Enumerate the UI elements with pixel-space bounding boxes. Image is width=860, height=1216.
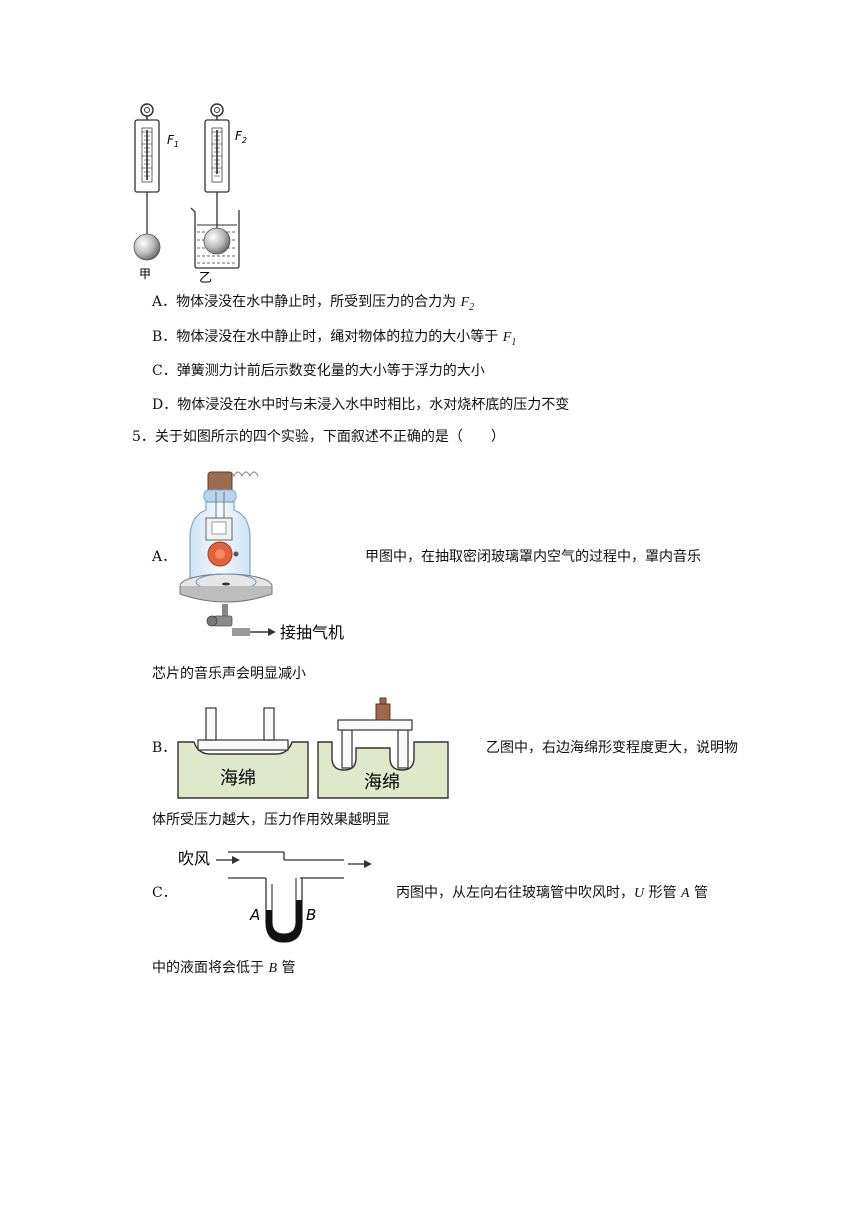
q4-option-a: A．物体浸没在水中静止时，所受到压力的合力为 F2 xyxy=(152,294,475,313)
label-f1: F1 xyxy=(167,133,179,149)
u-tube-figure: 吹风 A B xyxy=(178,849,372,943)
spring-scale-1 xyxy=(133,103,161,261)
q5-c-text-1: 丙图中，从左向右往玻璃管中吹风时，U 形管 A 管 xyxy=(396,885,709,901)
label-f2: F2 xyxy=(235,129,247,145)
vacuum-pump-label: 接抽气机 xyxy=(280,623,344,642)
sponge-label-left: 海绵 xyxy=(220,768,256,789)
q5-c-text-2: 中的液面将会低于 B 管 xyxy=(152,960,296,976)
sponge-label-right: 海绵 xyxy=(364,772,400,793)
tube-a-label: A xyxy=(249,906,260,924)
q5-a-letter: A． xyxy=(152,549,177,565)
q5-b-text-1: 乙图中，右边海绵形变程度更大，说明物 xyxy=(486,740,738,756)
q5-a-text-2: 芯片的音乐声会明显减小 xyxy=(152,666,306,682)
q4-option-b: B．物体浸没在水中静止时，绳对物体的拉力的大小等于 F1 xyxy=(152,329,517,348)
spring-scale-2 xyxy=(190,103,240,269)
q5-b-letter: B． xyxy=(152,740,177,756)
q5-c-letter: C． xyxy=(152,885,177,901)
q5-a-text-1: 甲图中，在抽取密闭玻璃罩内空气的过程中，罩内音乐 xyxy=(365,549,701,565)
q5-stem: 5．关于如图所示的四个实验，下面叙述不正确的是（ ） xyxy=(132,429,505,445)
wind-label: 吹风 xyxy=(178,849,210,868)
label-yi: 乙 xyxy=(199,271,212,286)
tube-b-label: B xyxy=(306,906,316,924)
q4-option-c: C．弹簧测力计前后示数变化量的大小等于浮力的大小 xyxy=(152,363,485,379)
spring-scale-figure: F1 F2 甲 乙 xyxy=(133,103,247,286)
sponge-figure: 海绵 海绵 xyxy=(177,697,449,799)
bell-jar-figure: 接抽气机 xyxy=(179,471,344,642)
q4-option-d: D．物体浸没在水中时与未浸入水中时相比，水对烧杯底的压力不变 xyxy=(152,397,570,413)
q5-b-text-2: 体所受压力越大，压力作用效果越明显 xyxy=(152,812,390,828)
label-jia: 甲 xyxy=(139,267,151,281)
